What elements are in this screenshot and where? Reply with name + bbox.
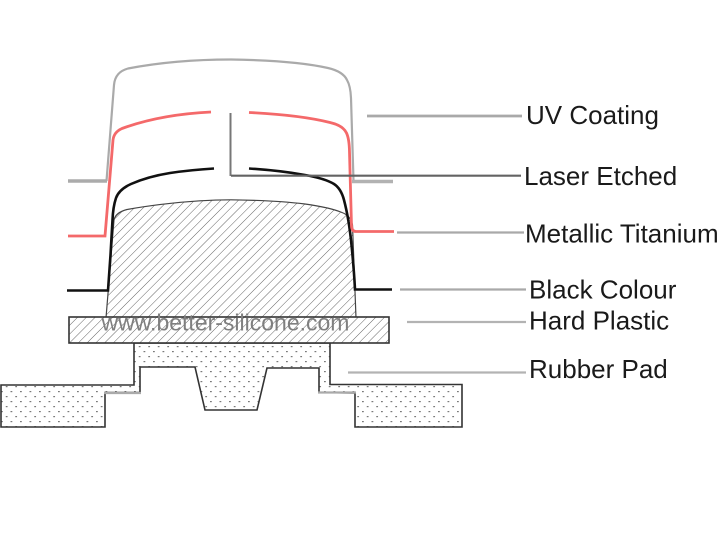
svg-text:Rubber Pad: Rubber Pad (529, 354, 668, 384)
svg-text:Metallic Titanium: Metallic Titanium (525, 219, 719, 249)
svg-text:Hard Plastic: Hard Plastic (529, 306, 669, 336)
svg-text:UV Coating: UV Coating (526, 100, 659, 130)
svg-text:Black Colour: Black Colour (529, 275, 677, 305)
svg-text:www.better-silicone.com: www.better-silicone.com (101, 310, 350, 336)
svg-text:Laser Etched: Laser Etched (524, 161, 677, 191)
